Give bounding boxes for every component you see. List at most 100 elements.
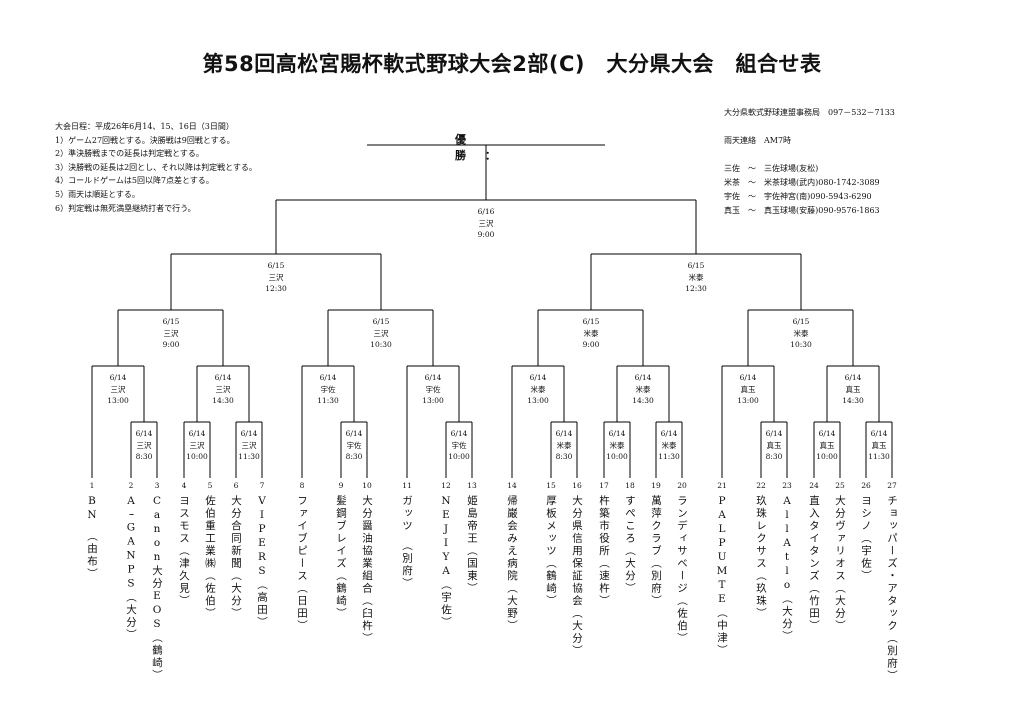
match-date: 6/15 (792, 317, 810, 326)
match-venue: 米泰 (793, 328, 809, 338)
match-date: 6/14 (529, 373, 547, 382)
match-time: 11:30 (868, 452, 890, 461)
team-name: AllAtlo（大分） (781, 495, 793, 643)
match-date: 6/14 (870, 429, 888, 438)
match-venue: 三沢 (110, 384, 126, 394)
match-time: 8:30 (555, 452, 573, 461)
match-time: 11:30 (317, 396, 339, 405)
match-time: 13:00 (107, 396, 129, 405)
team-name: 佐伯重工業㈱（佐伯） (204, 495, 216, 620)
team-name: 杵築市役所（速杵） (598, 495, 610, 608)
team-number: 22 (756, 481, 766, 490)
team-name: ヨスモス（津久見） (178, 495, 190, 608)
team-number: 2 (128, 481, 134, 490)
match-round1-7: 6/14 米泰 10:00 (582, 428, 652, 463)
match-round1-3: 6/14 三沢 11:30 (214, 428, 284, 463)
match-venue: 三沢 (373, 328, 389, 338)
team-number: 20 (677, 481, 687, 490)
team-name: AｰGANPS（大分） (125, 495, 137, 642)
match-date: 6/15 (162, 317, 180, 326)
match-round16-3: 6/14 宇佐 11:30 (293, 372, 363, 407)
team-number: 9 (338, 481, 344, 490)
team-name: 髪鋼ブレイズ（鶴崎） (335, 495, 347, 620)
match-venue: 三沢 (189, 440, 205, 450)
team-name: 大分ヴァリオス（大分） (834, 495, 846, 633)
rule-line: 4）コールドゲームは5回以降7点差とする。 (55, 176, 214, 186)
match-date: 6/15 (582, 317, 600, 326)
match-round1-11: 6/14 真玉 11:30 (844, 428, 914, 463)
rule-line: 6）判定戦は無死満塁継続打者で行う。 (55, 203, 196, 213)
team-name: ガッツ （別府） (401, 495, 413, 590)
match-round1-8: 6/14 米泰 11:30 (634, 428, 704, 463)
team-name: ヨシノ（宇佐） (860, 495, 872, 583)
team-number: 6 (233, 481, 239, 490)
match-date: 6/14 (319, 373, 337, 382)
team-name: NEJIYA（宇佐） (440, 495, 452, 629)
match-time: 9:00 (162, 340, 180, 349)
match-semifinal-2: 6/15 米泰 12:30 (661, 260, 731, 295)
team-number: 16 (572, 481, 582, 490)
match-date: 6/14 (450, 429, 468, 438)
tournament-rules: 大会日程：平成26年6月14、15、16日（3日間） 1）ゲーム27回戦とする。… (55, 120, 257, 215)
team-name: 帰巌会みえ病院（大野） (506, 495, 518, 633)
team-number: 27 (887, 481, 897, 490)
match-date: 6/14 (818, 429, 836, 438)
match-venue: 米泰 (661, 440, 677, 450)
match-venue: 宇佐 (320, 384, 336, 394)
match-round16-7: 6/14 真玉 13:00 (713, 372, 783, 407)
match-venue: 宇佐 (425, 384, 441, 394)
match-date: 6/14 (660, 429, 678, 438)
match-time: 13:00 (737, 396, 759, 405)
team-name: 玖珠レクサス（玖珠） (755, 495, 767, 620)
match-time: 10:00 (606, 452, 628, 461)
match-time: 12:30 (265, 284, 287, 293)
match-time: 9:00 (582, 340, 600, 349)
team-number: 1 (89, 481, 95, 490)
match-venue: 真玉 (740, 384, 756, 394)
team-number: 8 (299, 481, 305, 490)
match-time: 13:00 (422, 396, 444, 405)
match-round16-6: 6/14 米泰 14:30 (608, 372, 678, 407)
team-name: ファイブピース（日田） (296, 495, 308, 633)
team-number: 18 (625, 481, 635, 490)
match-quarterfinal-3: 6/15 米泰 9:00 (556, 316, 626, 351)
match-time: 14:30 (632, 396, 654, 405)
match-final: 6/16 三沢 9:00 (451, 206, 521, 241)
match-round16-8: 6/14 真玉 14:30 (818, 372, 888, 407)
team-number: 17 (599, 481, 609, 490)
info-line: 三佐 ～ 三佐球場(友松) (724, 164, 819, 173)
page-title: 第58回高松宮賜杯軟式野球大会2部(C) 大分県大会 組合せ表 (202, 52, 822, 76)
info-line: 米茶 ～ 米茶球場(武内)080-1742-3089 (724, 178, 880, 187)
match-venue: 宇佐 (451, 440, 467, 450)
match-venue: 米泰 (635, 384, 651, 394)
match-round1-10: 6/14 真玉 10:00 (792, 428, 862, 463)
info-line: 大分県軟式野球連盟事務局 097－532－7133 (724, 108, 895, 117)
rule-line: 2）準決勝戦までの延長は判定戦とする。 (55, 149, 204, 159)
team-name: チョッパーズ・アタック（別府） (886, 495, 898, 683)
contact-info: 大分県軟式野球連盟事務局 097－532－7133 雨天連絡 AM7時 三佐 ～… (724, 106, 895, 218)
team-name: Canon大分EOS（鶴崎） (151, 495, 163, 682)
match-time: 10:30 (370, 340, 392, 349)
team-number: 10 (362, 481, 372, 490)
team-number: 15 (546, 481, 556, 490)
match-time: 11:30 (238, 452, 260, 461)
match-time: 8:30 (345, 452, 363, 461)
match-round16-4: 6/14 宇佐 13:00 (398, 372, 468, 407)
team-number: 11 (402, 481, 412, 490)
match-time: 14:30 (842, 396, 864, 405)
match-time: 10:00 (816, 452, 838, 461)
match-date: 6/14 (345, 429, 363, 438)
match-time: 12:30 (685, 284, 707, 293)
team-number: 3 (154, 481, 160, 490)
rule-line: 5）雨天は順延とする。 (55, 189, 140, 199)
info-line: 雨天連絡 AM7時 (724, 136, 792, 145)
match-time: 10:00 (448, 452, 470, 461)
match-venue: 三沢 (241, 440, 257, 450)
team-number: 25 (835, 481, 845, 490)
team-number: 14 (507, 481, 517, 490)
match-date: 6/15 (267, 261, 285, 270)
match-date: 6/14 (739, 373, 757, 382)
match-venue: 三沢 (268, 272, 284, 282)
match-venue: 真玉 (766, 440, 782, 450)
